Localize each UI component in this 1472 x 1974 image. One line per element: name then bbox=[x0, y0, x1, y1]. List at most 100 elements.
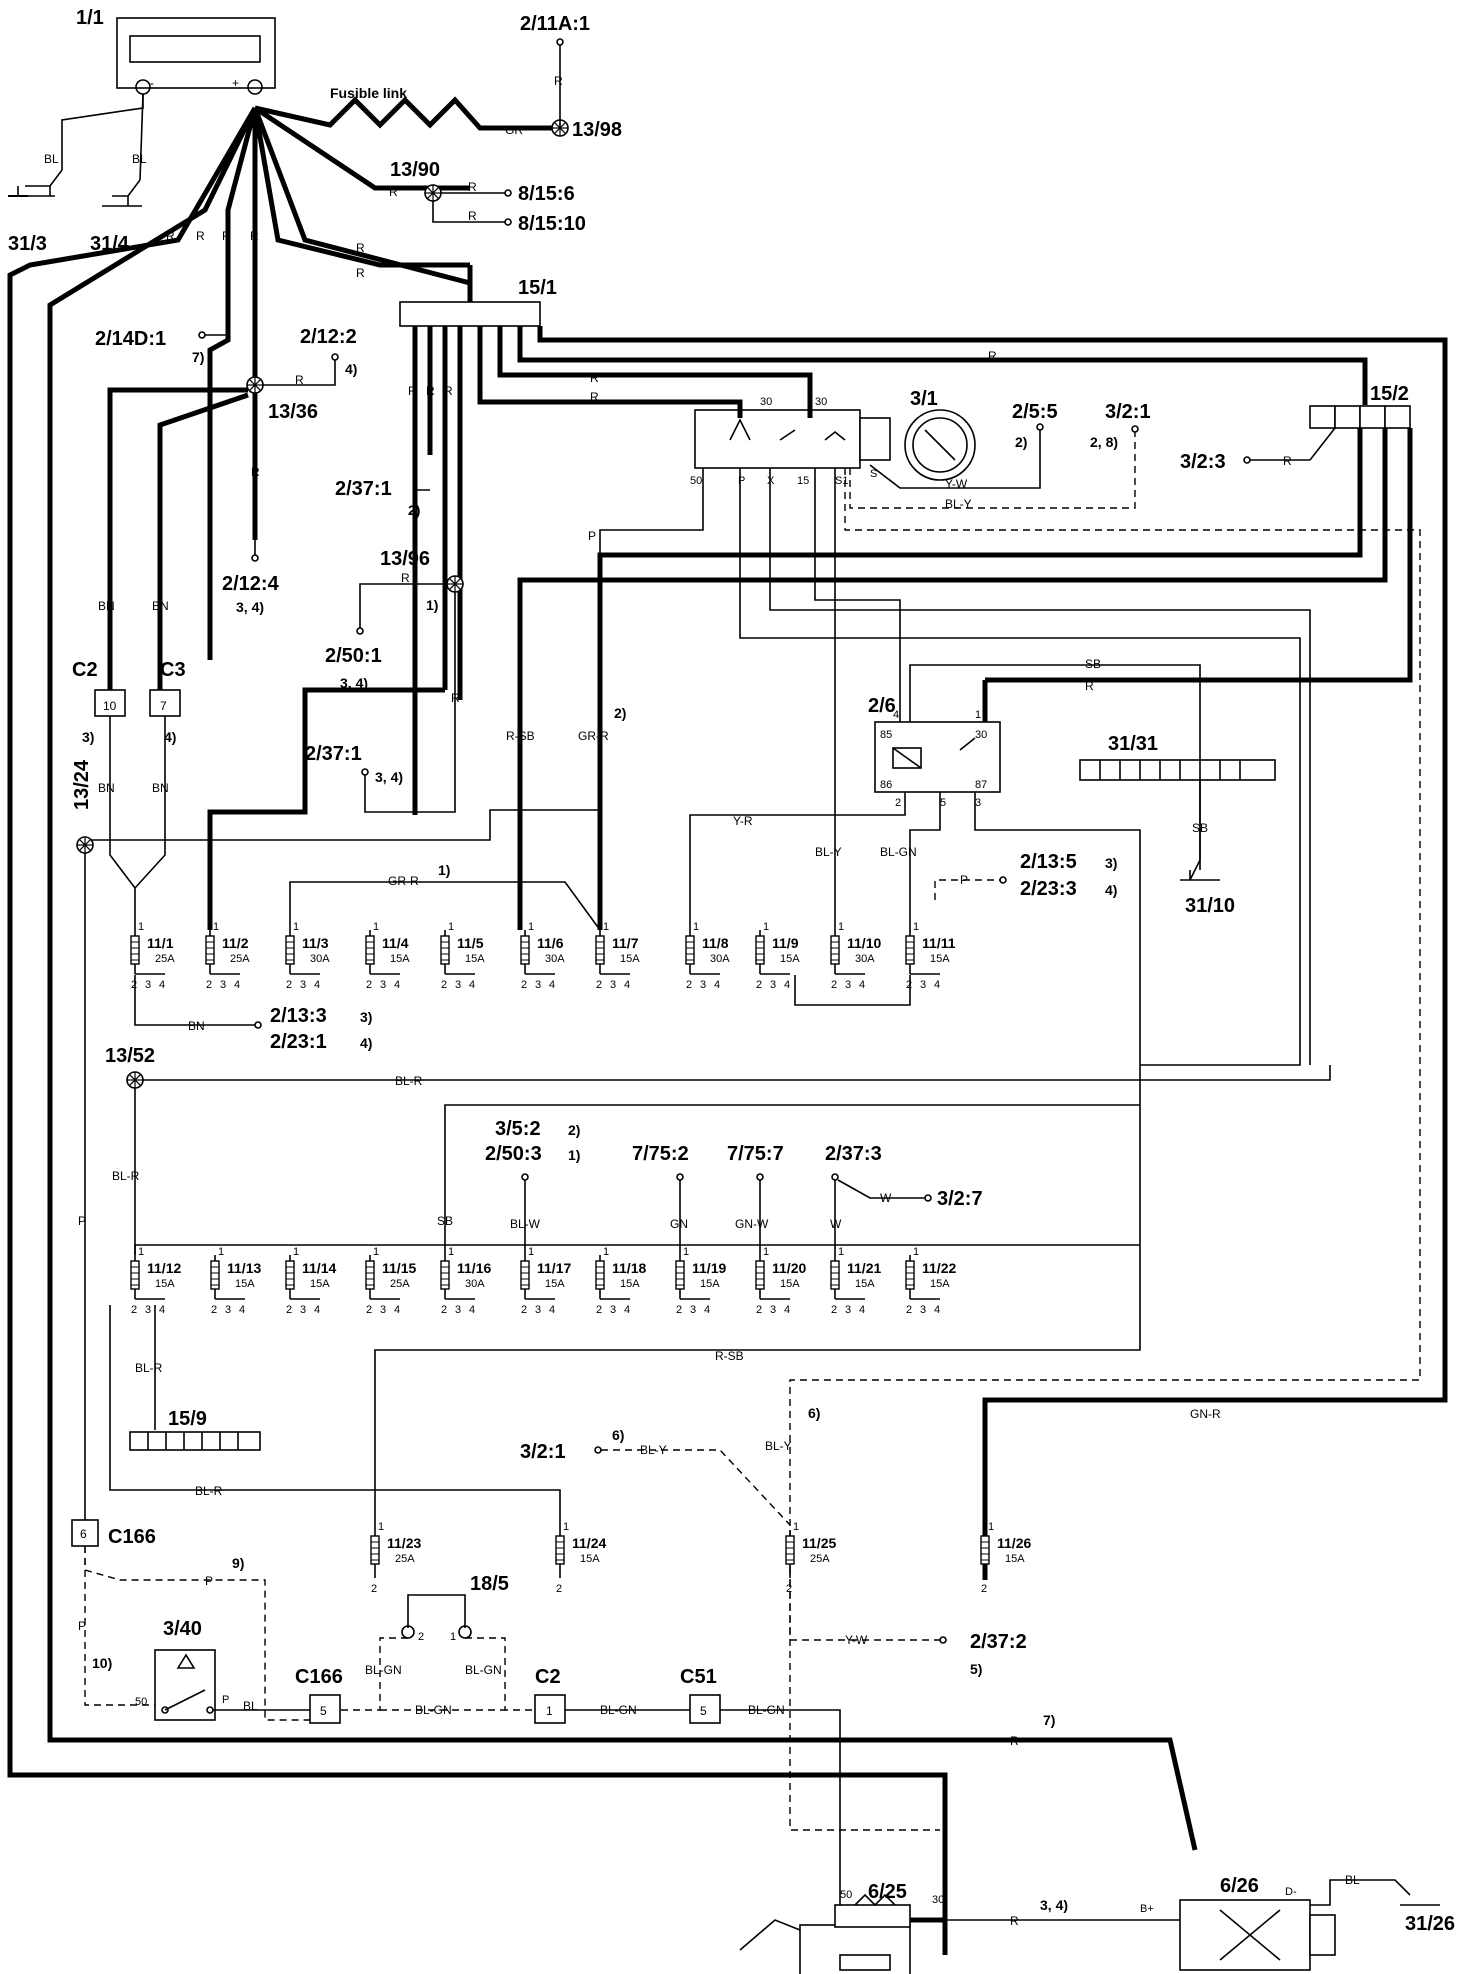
fuse-pin-2: 2 bbox=[596, 979, 602, 991]
battery-minus-label: - bbox=[150, 76, 154, 90]
fusible-link-label: Fusible link bbox=[330, 85, 407, 101]
fuse-pin-1: 1 bbox=[763, 921, 769, 933]
battery-ref: 1/1 bbox=[76, 7, 104, 29]
fuse-pin-4: 4 bbox=[859, 1304, 865, 1316]
relay-pin-5: 5 bbox=[940, 797, 946, 809]
fuse-id: 11/11 bbox=[922, 935, 956, 951]
fuse-pin-4: 4 bbox=[394, 1304, 400, 1316]
note-1c: 1) bbox=[568, 1147, 580, 1163]
wire-r-sb-a: R-SB bbox=[506, 729, 535, 743]
ref-13-90: 13/90 bbox=[390, 159, 440, 181]
wire-sb-row2: SB bbox=[437, 1214, 453, 1228]
fuse-pin-1: 1 bbox=[988, 1521, 994, 1533]
fuse-rating: 15A bbox=[1005, 1553, 1025, 1565]
fuse-pin-2: 2 bbox=[756, 1304, 762, 1316]
ref-2-50-3: 2/50:3 bbox=[485, 1143, 542, 1165]
fuse-pin-2: 2 bbox=[831, 1304, 837, 1316]
wire-bl-2: BL bbox=[132, 152, 147, 166]
note-3c: 3) bbox=[360, 1009, 372, 1025]
fuse-pin-1: 1 bbox=[293, 921, 299, 933]
sw-pin-30a: 30 bbox=[760, 396, 772, 408]
fuse-pin-3: 3 bbox=[300, 979, 306, 991]
fuse-pin-1: 1 bbox=[448, 921, 454, 933]
fuse-pin-1: 1 bbox=[838, 1246, 844, 1258]
ref-7-75-2: 7/75:2 bbox=[632, 1143, 689, 1165]
wire-bl-gn-relay: BL-GN bbox=[880, 845, 917, 859]
ref-2-5-5: 2/5:5 bbox=[1012, 401, 1058, 423]
wire-bn-b: BN bbox=[152, 599, 169, 613]
fuse-pin-1: 1 bbox=[528, 1246, 534, 1258]
fuse-pin-1: 1 bbox=[138, 1246, 144, 1258]
fuse-pin-1: 1 bbox=[378, 1521, 384, 1533]
ref-15-9: 15/9 bbox=[168, 1408, 207, 1430]
wire-r-1390b: R bbox=[468, 180, 477, 194]
note-2d: 2) bbox=[568, 1122, 580, 1138]
ref-c2-a: C2 bbox=[72, 659, 98, 681]
fuse-pin-3: 3 bbox=[225, 1304, 231, 1316]
fuse-pin-2: 2 bbox=[556, 1583, 562, 1595]
relay-pin-85: 85 bbox=[880, 729, 892, 741]
fuse-id: 11/20 bbox=[772, 1260, 806, 1276]
ref-c166-b: C166 bbox=[295, 1666, 343, 1688]
note-5: 5) bbox=[970, 1661, 982, 1677]
fuse-rating: 15A bbox=[545, 1278, 565, 1290]
wire-bl-1: BL bbox=[44, 152, 59, 166]
wire-bl-y-relay: BL-Y bbox=[815, 845, 842, 859]
relay-pin-30: 30 bbox=[975, 729, 987, 741]
fuse-pin-3: 3 bbox=[145, 979, 151, 991]
wire-bl-y-c: BL-Y bbox=[765, 1439, 792, 1453]
fuse-pin-1: 1 bbox=[683, 1246, 689, 1258]
note-34c: 3, 4) bbox=[375, 769, 403, 785]
wire-p-1324: P bbox=[78, 1214, 86, 1228]
sw340-pin-p: P bbox=[222, 1694, 229, 1706]
fuse-id: 11/15 bbox=[382, 1260, 416, 1276]
ref-2-23-1: 2/23:1 bbox=[270, 1031, 327, 1053]
fuse-pin-4: 4 bbox=[549, 1304, 555, 1316]
wire-r-relay: R bbox=[1085, 679, 1094, 693]
wire-sb-relay: SB bbox=[1085, 657, 1101, 671]
fuse-pin-2: 2 bbox=[676, 1304, 682, 1316]
relay-pin-1: 1 bbox=[975, 709, 981, 721]
wire-r-15-1e: R bbox=[426, 384, 435, 398]
fuse-pin-1: 1 bbox=[763, 1246, 769, 1258]
wire-r-1336: R bbox=[295, 373, 304, 387]
battery-ground-wires bbox=[7, 93, 144, 197]
note-34b: 3, 4) bbox=[340, 675, 368, 691]
junction-15-1 bbox=[399, 301, 541, 327]
ref-13-36: 13/36 bbox=[268, 401, 318, 423]
junction-15-2 bbox=[1309, 405, 1411, 429]
fuse-pin-4: 4 bbox=[624, 1304, 630, 1316]
fuse-id: 11/17 bbox=[537, 1260, 571, 1276]
wire-bn-d: BN bbox=[152, 781, 169, 795]
ref-c2-b: C2 bbox=[535, 1666, 561, 1688]
ref-2-37-1a: 2/37:1 bbox=[335, 478, 392, 500]
note-4c: 4) bbox=[1105, 882, 1117, 898]
wire-bn-c: BN bbox=[98, 781, 115, 795]
fuse-id: 11/18 bbox=[612, 1260, 646, 1276]
ref-8-15-6: 8/15:6 bbox=[518, 183, 575, 205]
fuse-id: 11/16 bbox=[457, 1260, 491, 1276]
wire-r-d: R bbox=[250, 229, 259, 243]
ref-13-98: 13/98 bbox=[572, 119, 622, 141]
ref-31-31: 31/31 bbox=[1108, 733, 1158, 755]
fuse-pin-4: 4 bbox=[704, 1304, 710, 1316]
fuse-rating: 25A bbox=[230, 953, 250, 965]
note-2c: 2) bbox=[614, 705, 626, 721]
ref-31-26: 31/26 bbox=[1405, 1913, 1455, 1935]
ref-3-40: 3/40 bbox=[163, 1618, 202, 1640]
ref-2-14d-1: 2/14D:1 bbox=[95, 328, 166, 350]
fuse-pin-2: 2 bbox=[211, 1304, 217, 1316]
switch-18-5: 2 1 bbox=[401, 1594, 472, 1643]
ref-18-5: 18/5 bbox=[470, 1573, 509, 1595]
wire-r-b: R bbox=[196, 229, 205, 243]
wire-r-15-1f: R bbox=[444, 384, 453, 398]
fuse-pin-1: 1 bbox=[603, 1246, 609, 1258]
